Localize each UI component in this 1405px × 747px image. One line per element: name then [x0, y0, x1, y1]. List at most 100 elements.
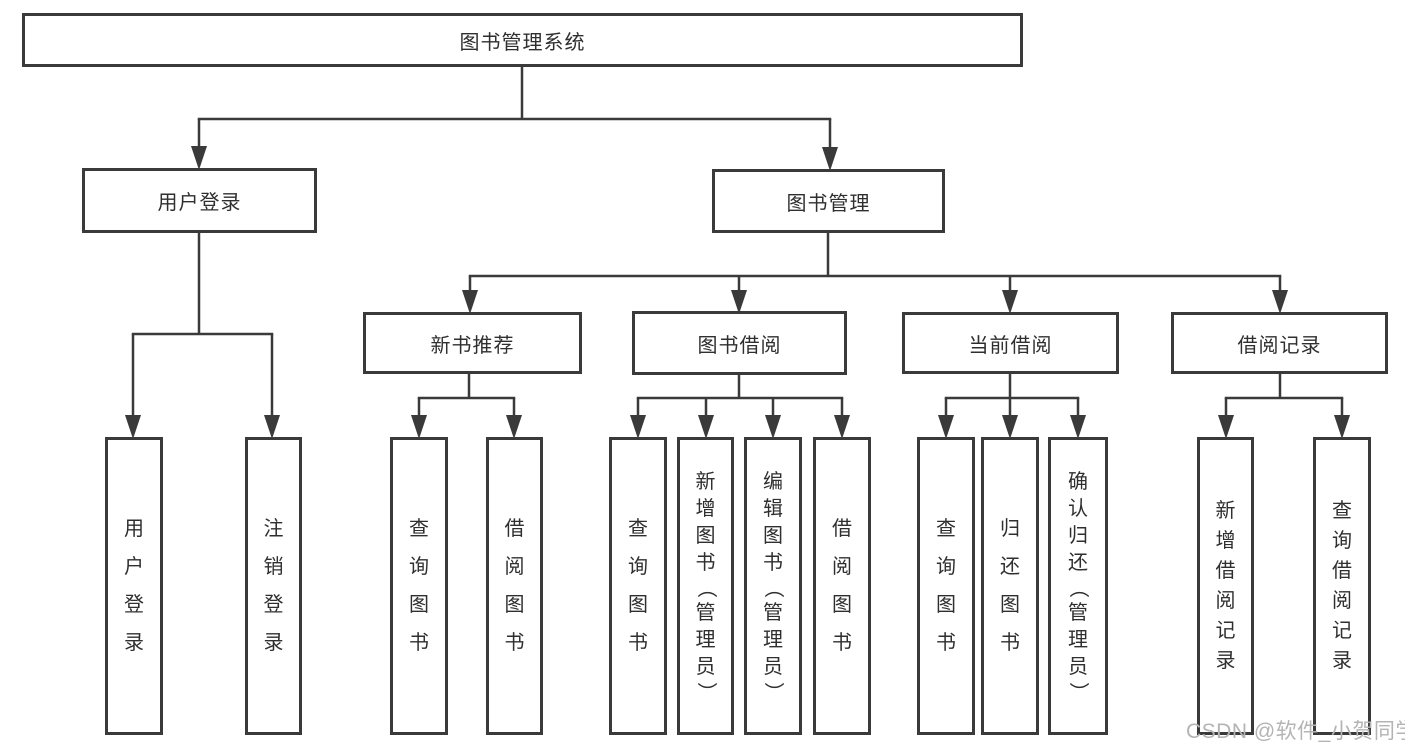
vertical-char: 录 [1215, 650, 1236, 672]
vertical-char: 图 [763, 525, 783, 547]
arrowhead-down-icon [191, 146, 207, 170]
vertical-char: 管 [695, 602, 716, 624]
vertical-char: （ [694, 578, 717, 598]
vertical-char: 记 [1215, 620, 1236, 642]
node-library-management-system: 图书管理系统 [22, 13, 1023, 67]
leaf-edit-books-admin: 编辑图书（管理员） [744, 437, 802, 735]
vertical-char: 理 [695, 629, 716, 651]
leaf-query-books-1: 查询图书 [390, 437, 448, 735]
vertical-char: 图 [936, 594, 956, 616]
vertical-char: 阅 [832, 556, 852, 578]
arrowhead-down-icon [1272, 290, 1288, 314]
vertical-char: 查 [409, 518, 429, 540]
arrowhead-down-icon [462, 290, 478, 314]
vertical-char: 书 [936, 632, 956, 654]
vertical-char: 借 [1332, 560, 1352, 582]
leaf-query-books-2: 查询图书 [609, 437, 667, 735]
node-user-login-branch: 用户登录 [82, 168, 317, 233]
vertical-char: 归 [1068, 525, 1088, 547]
vertical-char: 员 [763, 656, 783, 678]
vertical-char: 书 [409, 632, 429, 654]
leaf-logout: 注销登录 [245, 437, 302, 735]
vertical-char: 书 [763, 552, 783, 574]
leaf-borrow-books-1: 借阅图书 [486, 437, 543, 735]
arrowhead-down-icon [938, 415, 954, 439]
leaf-query-books-3: 查询图书 [917, 437, 975, 735]
vertical-char: ） [1067, 682, 1089, 702]
vertical-char: ） [694, 682, 717, 702]
vertical-char: 询 [1332, 530, 1352, 552]
vertical-char: 图 [504, 594, 525, 616]
vertical-char: 书 [504, 632, 525, 654]
arrowhead-down-icon [125, 415, 141, 439]
vertical-char: 户 [124, 556, 144, 578]
vertical-char: 图 [409, 594, 429, 616]
vertical-char: 图 [695, 525, 716, 547]
arrowhead-down-icon [698, 415, 714, 439]
arrowhead-down-icon [264, 415, 280, 439]
arrowhead-down-icon [1334, 415, 1350, 439]
vertical-char: 增 [695, 498, 716, 520]
arrowhead-down-icon [1218, 415, 1234, 439]
node-book-management-branch: 图书管理 [712, 169, 945, 233]
vertical-char: 确 [1068, 471, 1088, 493]
leaf-borrow-books-2: 借阅图书 [813, 437, 871, 735]
vertical-char: 理 [763, 629, 783, 651]
vertical-char: 增 [1215, 530, 1236, 552]
leaf-confirm-return-admin: 确认归还（管理员） [1048, 437, 1108, 735]
vertical-char: （ [1067, 578, 1089, 598]
vertical-char: 查 [1332, 500, 1352, 522]
vertical-char: 书 [1000, 632, 1020, 654]
arrowhead-down-icon [506, 415, 522, 439]
vertical-char: 登 [124, 594, 144, 616]
vertical-char: 记 [1332, 620, 1352, 642]
vertical-char: ） [762, 682, 784, 702]
arrowhead-down-icon [1070, 415, 1086, 439]
vertical-char: 管 [763, 602, 783, 624]
vertical-char: 阅 [504, 556, 525, 578]
leaf-add-books-admin: 新增图书 （ 管理员 ） [677, 437, 734, 735]
vertical-char: 登 [263, 594, 284, 616]
vertical-char: 理 [1068, 629, 1088, 651]
arrowhead-down-icon [731, 290, 747, 314]
leaf-query-borrow-record: 查询借阅记录 [1313, 437, 1371, 735]
vertical-char: 管 [1068, 602, 1088, 624]
connector-group [191, 67, 838, 171]
connector-group [938, 374, 1086, 439]
vertical-char: 还 [1068, 552, 1088, 574]
vertical-char: 借 [1215, 560, 1236, 582]
vertical-char: （ [762, 578, 784, 598]
vertical-char: 阅 [1332, 590, 1352, 612]
vertical-char: 用 [124, 518, 144, 540]
node-current-borrowing: 当前借阅 [902, 312, 1119, 374]
vertical-char: 还 [1000, 556, 1020, 578]
node-book-borrowing: 图书借阅 [632, 311, 847, 375]
vertical-char: 认 [1068, 498, 1088, 520]
arrowhead-down-icon [822, 147, 838, 171]
vertical-char: 图 [628, 594, 648, 616]
vertical-char: 图 [1000, 594, 1020, 616]
leaf-user-login: 用户登录 [105, 437, 163, 735]
arrowhead-down-icon [630, 415, 646, 439]
vertical-char: 新 [695, 471, 716, 493]
vertical-char: 员 [695, 656, 716, 678]
vertical-char: 书 [695, 552, 716, 574]
node-borrowing-records: 借阅记录 [1171, 312, 1388, 374]
arrowhead-down-icon [1002, 290, 1018, 314]
leaf-return-books: 归还图书 [981, 437, 1039, 735]
vertical-char: 查 [628, 518, 648, 540]
vertical-char: 询 [628, 556, 648, 578]
vertical-char: 录 [1332, 650, 1352, 672]
vertical-char: 归 [1000, 518, 1020, 540]
connector-group [411, 374, 522, 439]
arrowhead-down-icon [1002, 415, 1018, 439]
vertical-char: 询 [409, 556, 429, 578]
connector-group [125, 233, 280, 439]
vertical-char: 阅 [1215, 590, 1236, 612]
csdn-watermark: CSDN @软件_小贺同学 [1186, 720, 1405, 743]
connector-group [630, 375, 850, 439]
arrowhead-down-icon [765, 415, 781, 439]
arrowhead-down-icon [834, 415, 850, 439]
